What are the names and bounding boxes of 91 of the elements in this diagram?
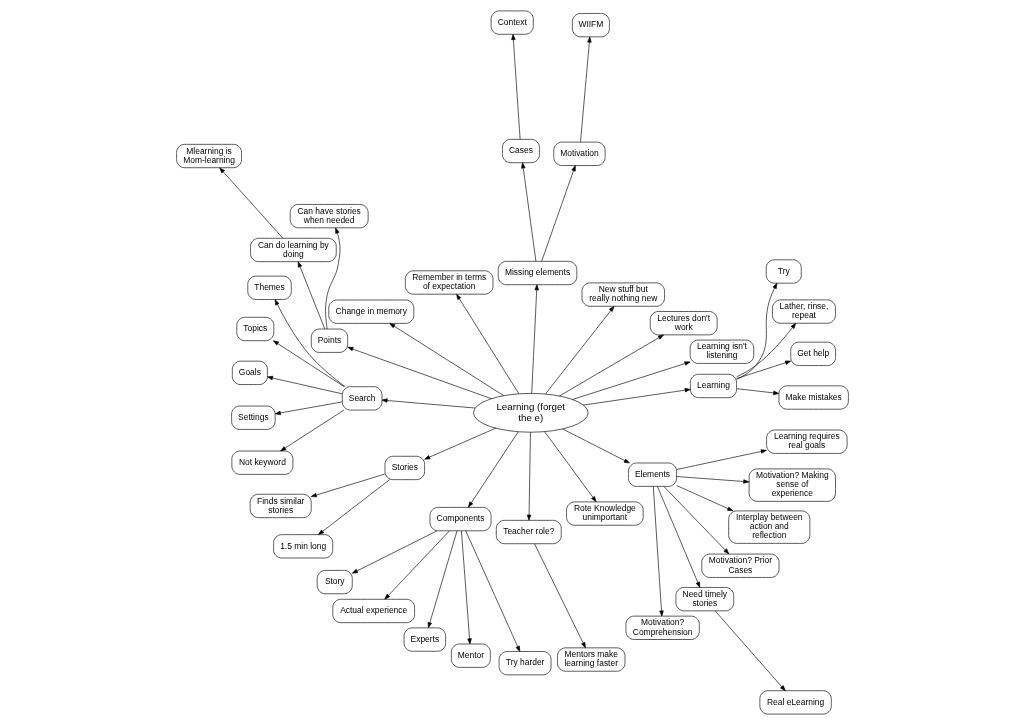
node-box: WIIFM — [571, 13, 610, 38]
node-box: Lectures don't work — [649, 311, 717, 336]
arrow — [652, 486, 664, 617]
node-box: Can have stories when needed — [289, 204, 368, 229]
arrow — [533, 543, 586, 649]
arrow — [675, 449, 767, 470]
arrow — [544, 306, 614, 395]
arrow — [656, 486, 700, 588]
node-box: Get help — [789, 341, 836, 366]
arrow — [279, 409, 344, 452]
node-box: Need timely stories — [675, 587, 734, 612]
arrow — [579, 36, 591, 143]
arrow — [735, 282, 777, 380]
node-box: Real eLearning — [759, 690, 832, 715]
arrow — [274, 401, 342, 416]
arrow — [455, 293, 519, 395]
node-ellipse: Learning (forget the e) — [472, 393, 588, 433]
arrow — [735, 323, 796, 378]
node-box: Not keyword — [231, 450, 293, 475]
arrow — [274, 299, 345, 387]
arrow — [384, 530, 450, 600]
node-box: Motivation? Comprehension — [625, 615, 700, 640]
node-box: 1.5 min long — [272, 534, 333, 559]
node-box: Rote Knowledge unimportant — [565, 501, 643, 526]
arrow — [423, 427, 496, 460]
node-box: Experts — [403, 627, 446, 652]
node-box: Context — [490, 10, 534, 35]
arrow — [571, 361, 690, 400]
arrow — [582, 388, 691, 406]
node-box: Try — [765, 259, 802, 284]
arrow — [317, 479, 390, 535]
node-box: Search — [341, 386, 382, 411]
arrow — [526, 431, 531, 521]
node-box: Mentor — [450, 643, 491, 668]
arrow — [520, 162, 536, 262]
arrow — [561, 428, 630, 464]
node-box: New stuff but really nothing new — [581, 282, 665, 307]
arrow — [381, 398, 475, 409]
arrow — [460, 530, 472, 645]
arrow — [310, 473, 385, 498]
arrow — [510, 34, 520, 140]
node-box: Missing elements — [497, 261, 577, 286]
arrow — [388, 323, 504, 396]
node-box: Topics — [235, 317, 274, 341]
arrow — [297, 261, 325, 330]
arrow — [347, 346, 492, 400]
node-box: Make mistakes — [778, 385, 849, 410]
arrow — [427, 530, 457, 629]
arrow — [675, 476, 749, 484]
node-box: Goals — [231, 360, 268, 385]
node-box: Learning isn't listening — [689, 339, 754, 364]
node-box: Mentors make learning faster — [556, 647, 625, 672]
node-box: Learning requires real goals — [765, 429, 847, 454]
arrow — [558, 334, 664, 397]
node-box: Motivation? Making sense of experience — [748, 468, 836, 502]
arrow — [272, 340, 344, 387]
node-box: Interplay between action and reflection — [727, 510, 810, 544]
arrow — [735, 360, 791, 379]
node-box: Points — [310, 328, 348, 353]
node-box: Mlearning is Mom-learning — [175, 144, 242, 169]
node-box: Try harder — [498, 651, 551, 676]
node-box: Motivation — [552, 141, 605, 166]
node-box: Components — [429, 507, 491, 532]
node-box: Stories — [384, 455, 425, 480]
arrow — [464, 530, 520, 652]
arrow — [675, 485, 733, 512]
arrow — [663, 486, 729, 555]
node-box: Can do learning by doing — [249, 237, 337, 262]
arrow — [735, 388, 779, 396]
arrow — [324, 227, 340, 330]
arrow — [540, 165, 576, 262]
node-box: Themes — [246, 275, 292, 300]
arrow — [530, 284, 539, 394]
node-box: Change in memory — [327, 299, 414, 324]
node-box: Finds similar stories — [249, 493, 312, 518]
arrow — [351, 530, 437, 574]
node-box: Lather, rinse, repeat — [771, 299, 836, 324]
node-box: Teacher role? — [495, 520, 562, 545]
arrow — [467, 431, 519, 508]
node-box: Learning — [689, 373, 737, 398]
node-box: Elements — [627, 462, 677, 487]
node-box: Story — [316, 570, 353, 595]
node-box: Actual experience — [331, 598, 415, 623]
node-box: Remember in terms of expectation — [404, 270, 493, 295]
node-box: Motivation? Prior Cases — [700, 553, 779, 578]
arrow — [266, 375, 343, 395]
arrow — [218, 167, 283, 239]
node-box: Cases — [501, 139, 540, 164]
node-box: Settings — [230, 405, 275, 430]
arrow — [714, 610, 786, 692]
arrow — [543, 431, 596, 502]
